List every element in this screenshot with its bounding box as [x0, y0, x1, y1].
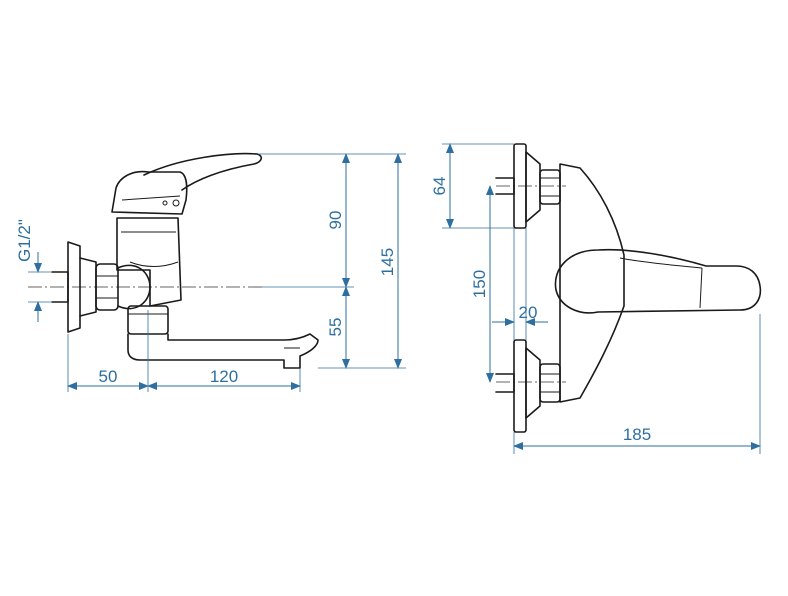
dim-120-label: 120	[210, 367, 238, 386]
front-top-thread	[495, 177, 515, 195]
side-handle-cap	[111, 170, 188, 215]
front-handle	[554, 248, 762, 314]
front-view	[495, 143, 762, 433]
front-dimensions: 64 150 20 185	[430, 143, 761, 454]
front-top-rosette	[525, 151, 541, 223]
front-bottom-flange	[513, 339, 527, 433]
dim-thread-label: G1/2"	[15, 219, 34, 262]
side-hex-nut	[95, 263, 119, 311]
front-top-nut	[539, 169, 561, 205]
side-dimensions: G1/2" 50 120 90 55 145	[15, 153, 406, 392]
side-view	[28, 152, 319, 369]
dim-20-label: 20	[519, 303, 538, 322]
dim-145-label: 145	[378, 248, 397, 276]
side-lever	[143, 152, 263, 191]
front-bottom-nut	[539, 363, 561, 403]
dim-185-label: 185	[623, 425, 651, 444]
dim-150-label: 150	[470, 270, 489, 298]
front-bottom-thread	[495, 373, 515, 393]
dim-50-label: 50	[99, 367, 118, 386]
side-spout	[127, 333, 319, 369]
front-body	[559, 163, 625, 403]
side-wall-flange	[67, 241, 81, 333]
dim-90-label: 90	[326, 211, 345, 230]
dim-64-label: 64	[430, 177, 449, 196]
front-bottom-rosette	[525, 347, 541, 419]
dim-55-label: 55	[326, 318, 345, 337]
